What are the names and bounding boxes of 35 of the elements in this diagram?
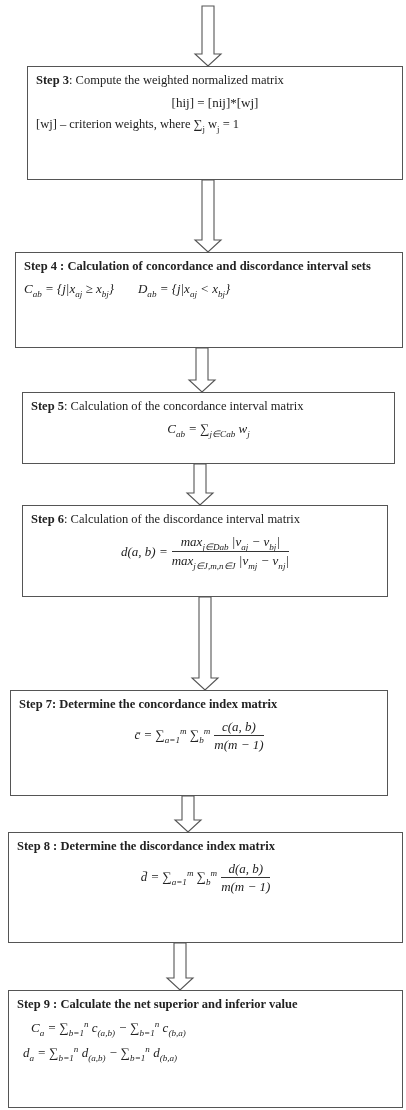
formula-text: [hij] = [nij]*[wj]: [171, 94, 259, 111]
formula-text: D$_{ab}$ = {j|x$_{aj}$ < x$_{bj}$}: [137, 280, 231, 299]
block-arrow: [190, 596, 220, 691]
fraction-numerator: max$_{j∈Dab}$ |v$_{aj}$ − v$_{bj}$|: [180, 533, 280, 552]
formula-text: d$_{a}$ = ∑$_{b=1}$$^{n}$ d$_{(a,b)}$ − ∑$_{b=1}$$^{n}$ d$_{(b,a)}$: [23, 1043, 178, 1063]
formula-text: C$_{ab}$ = ∑$_{j∈Cab}$ w$_{j}$: [167, 420, 250, 439]
step-box: [8, 990, 403, 1108]
block-arrow: [185, 463, 215, 506]
step-heading: Step 8 : Determine the discordance index matrix: [17, 839, 275, 855]
step-heading: Step 5: Calculation of the concordance interval matrix: [31, 399, 304, 415]
step-box: [27, 66, 403, 180]
block-arrow: [173, 795, 203, 833]
block-arrow: [165, 942, 195, 991]
block-arrow: [193, 179, 223, 253]
step-box: [8, 832, 403, 943]
formula-text: C$_{a}$ = ∑$_{b=1}$$^{n}$ c$_{(a,b)}$ − ∑$_{b=1}$$^{n}$ c$_{(b,a)}$: [31, 1018, 186, 1038]
block-arrow: [193, 5, 223, 67]
fraction-denominator: max$_{j∈J,m,n∈J}$ |v$_{mj}$ − v$_{nj}$|: [171, 551, 289, 571]
step-heading: Step 4 : Calculation of concordance and discordance interval sets: [24, 259, 371, 275]
fraction-denominator: m(m − 1): [221, 876, 271, 895]
note-text: [wj] – criterion weights, where ∑$_{j}$ w$_{j}$ = 1: [36, 116, 240, 135]
block-arrow: [187, 347, 217, 393]
step-box: [22, 392, 395, 464]
step-heading: Step 9 : Calculate the net superior and inferior value: [17, 997, 298, 1013]
fraction-denominator: m(m − 1): [214, 734, 264, 753]
step-box: [10, 690, 388, 796]
step-heading: Step 3: Compute the weighted normalized matrix: [36, 73, 284, 89]
step-box: [22, 505, 388, 597]
formula-text: C$_{ab}$ = {j|x$_{aj}$ ≥ x$_{bj}$}: [24, 280, 114, 299]
step-box: [15, 252, 403, 348]
step-heading: Step 6: Calculation of the discordance interval matrix: [31, 512, 301, 528]
formula-text: d(a, b) =: [121, 544, 168, 561]
step-heading: Step 7: Determine the concordance index matrix: [19, 697, 278, 713]
fraction-numerator: d(a, b): [228, 860, 264, 877]
fraction-numerator: c(a, b): [221, 718, 256, 735]
